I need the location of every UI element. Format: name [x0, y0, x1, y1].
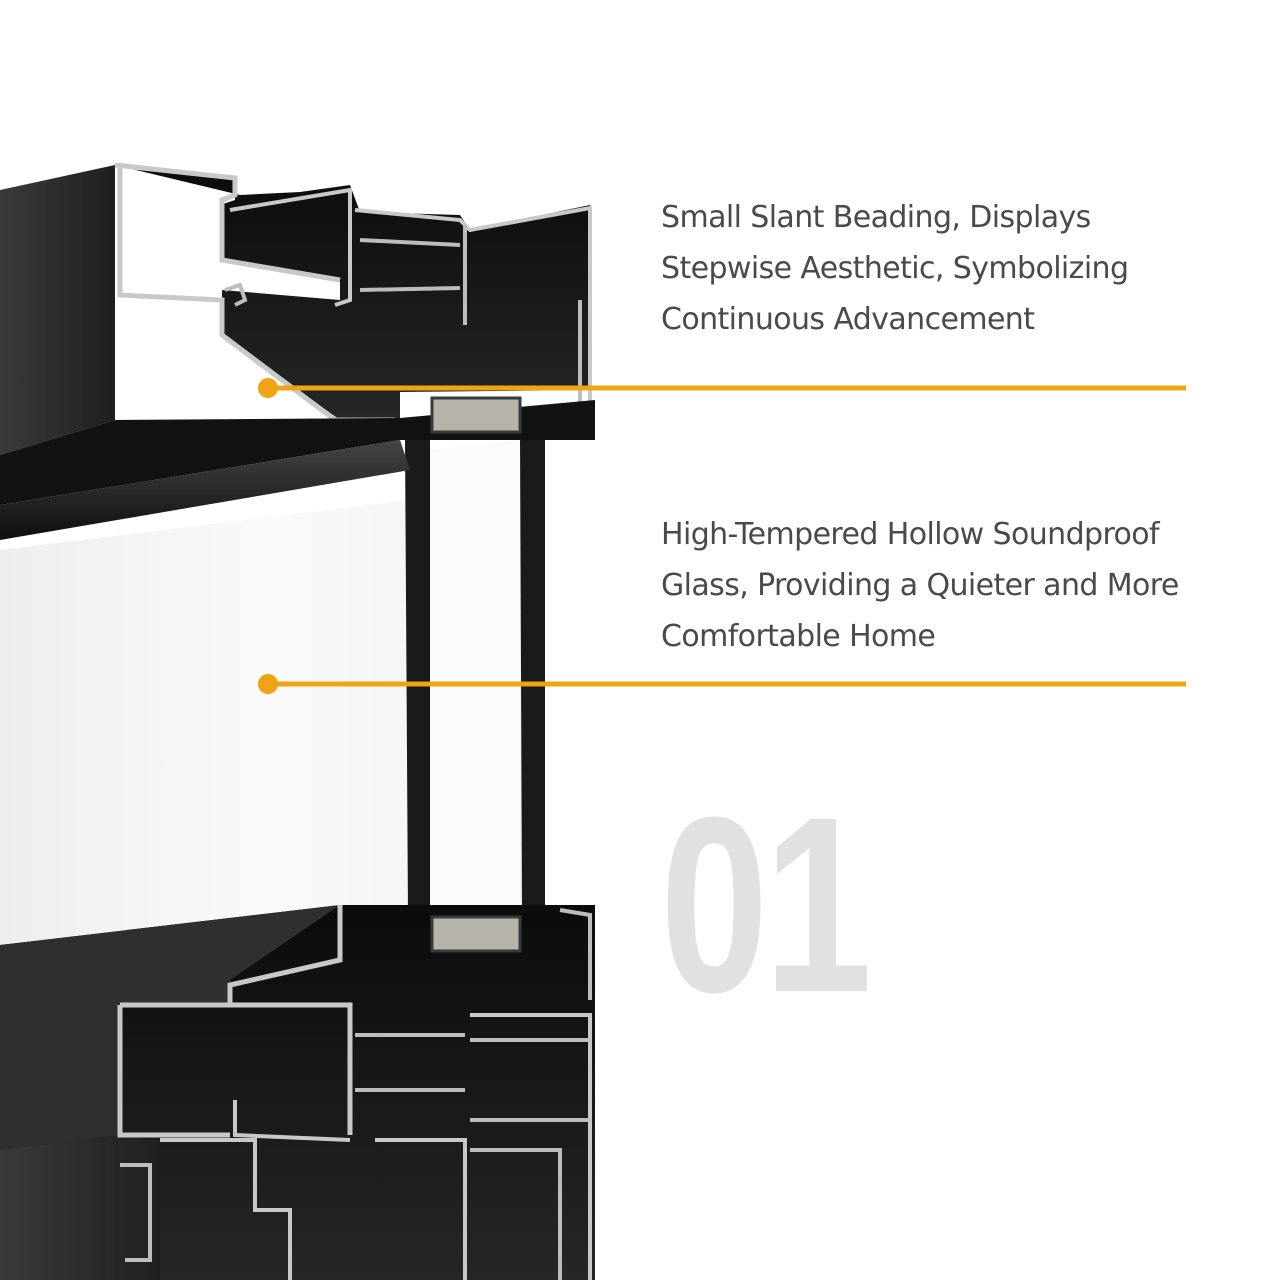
- feature-description-glass: High-Tempered Hollow Soundproof Glass, P…: [661, 517, 1179, 654]
- glass-pane: [0, 432, 545, 945]
- callout-line-1: [258, 378, 1186, 398]
- section-number: 01: [660, 765, 872, 1044]
- spacer-foam-top: [432, 398, 520, 432]
- top-frame-profile: [0, 162, 595, 540]
- callout-dot-2: [258, 674, 278, 694]
- spacer-foam-bottom: [432, 917, 520, 951]
- callout-line-2: [258, 674, 1186, 694]
- callout-dot-1: [258, 378, 278, 398]
- bottom-frame-profile: [0, 905, 595, 1280]
- feature-description-beading: Small Slant Beading, Displays Stepwise A…: [661, 200, 1129, 337]
